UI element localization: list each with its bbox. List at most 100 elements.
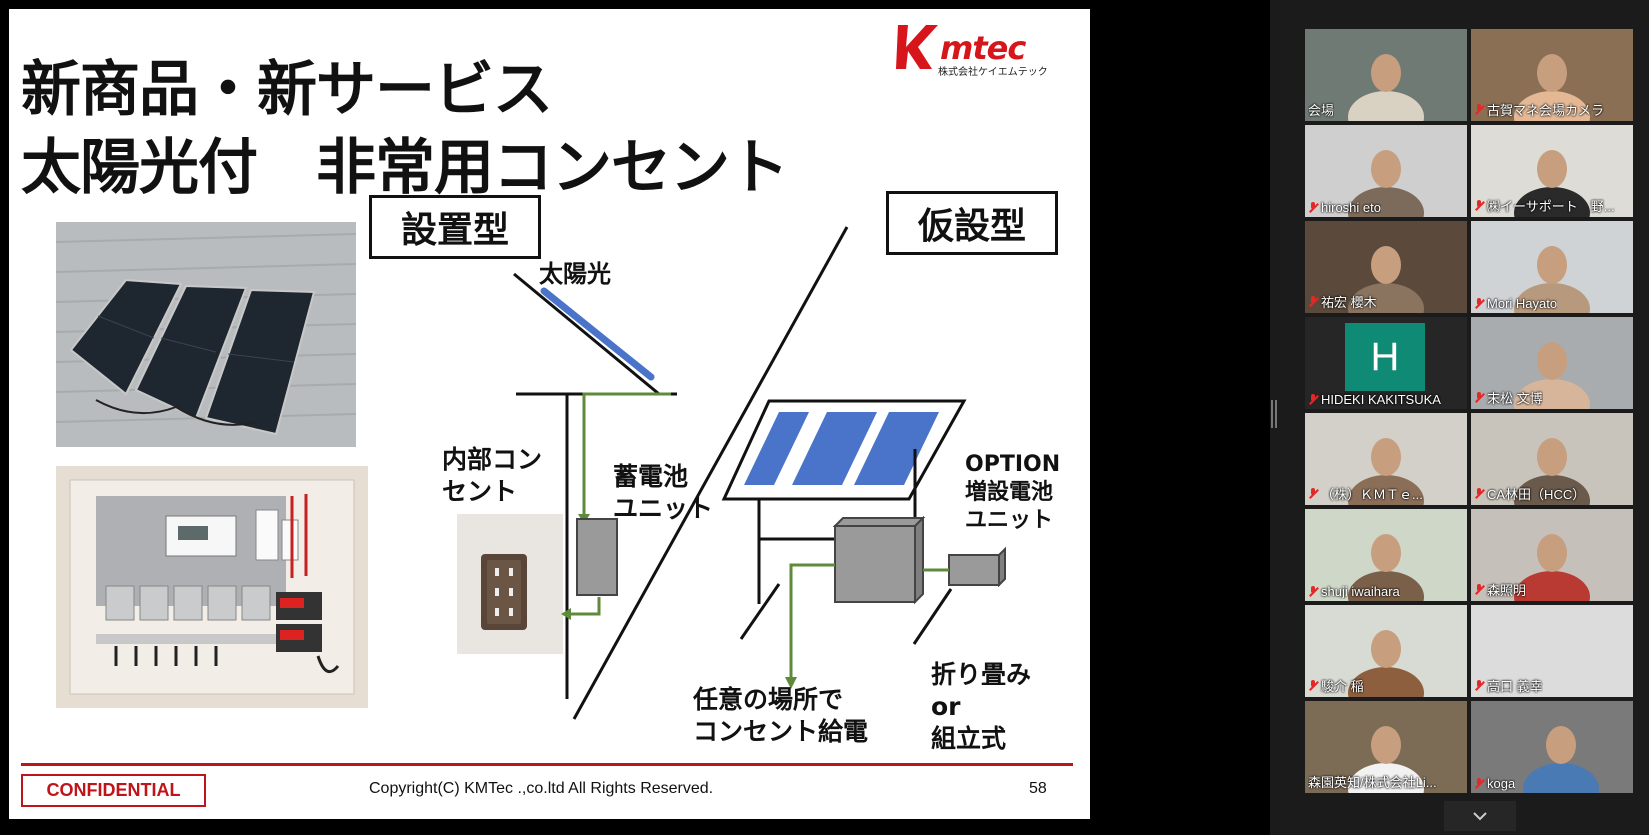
participant-tile[interactable]: 森園英知/株式会社Li... bbox=[1305, 701, 1467, 793]
participant-tile[interactable]: 高口 義幸 bbox=[1471, 605, 1633, 697]
muted-mic-icon bbox=[1474, 778, 1484, 789]
participant-name-label: CA林田（HCC） bbox=[1474, 484, 1585, 503]
participant-tile[interactable]: 祐宏 櫻木 bbox=[1305, 221, 1467, 313]
anywhere-power-label: 任意の場所で コンセント給電 bbox=[693, 684, 868, 748]
participant-name-label: 会場 bbox=[1308, 100, 1334, 119]
participant-name: HIDEKI KAKITSUKA bbox=[1321, 392, 1441, 407]
slide-title-line-1: 新商品・新サービス bbox=[21, 55, 553, 125]
participant-avatar: H bbox=[1345, 323, 1425, 391]
presentation-slide: 新商品・新サービス 太陽光付 非常用コンセント mtec 株式会社ケイエムテック… bbox=[9, 9, 1090, 819]
participant-name: 古賀マネ会場カメラ bbox=[1487, 103, 1605, 118]
participant-tile[interactable]: shuji iwaihara bbox=[1305, 509, 1467, 601]
participant-tile[interactable]: 古賀マネ会場カメラ bbox=[1471, 29, 1633, 121]
internal-outlet-label: 内部コン セント bbox=[442, 444, 542, 508]
participant-name-label: （株）ＫＭＴｅ... bbox=[1308, 484, 1423, 503]
participant-name: （株）ＫＭＴｅ... bbox=[1321, 487, 1423, 502]
participant-tile[interactable]: CA林田（HCC） bbox=[1471, 413, 1633, 505]
participant-name: 会場 bbox=[1308, 103, 1335, 118]
participant-tile[interactable]: 末松 文博 bbox=[1471, 317, 1633, 409]
control-box-photo bbox=[56, 466, 368, 708]
participant-video bbox=[1305, 605, 1467, 697]
participant-video bbox=[1471, 317, 1633, 409]
participant-video bbox=[1305, 29, 1467, 121]
copyright-text: Copyright(C) KMTec .,co.ltd All Rights R… bbox=[369, 780, 714, 797]
muted-mic-icon bbox=[1308, 394, 1318, 405]
fold-line-3: 組立式 bbox=[931, 724, 1007, 753]
muted-mic-icon bbox=[1308, 202, 1318, 213]
participant-tile[interactable]: （株）ＫＭＴｅ... bbox=[1305, 413, 1467, 505]
confidential-badge: CONFIDENTIAL bbox=[21, 774, 206, 807]
participant-name-label: hiroshi eto bbox=[1308, 200, 1381, 215]
participant-tile[interactable]: koga bbox=[1471, 701, 1633, 793]
participant-name: 末松 文博 bbox=[1487, 391, 1543, 406]
participant-name-label: Mori Hayato bbox=[1474, 296, 1557, 311]
svg-text:mtec: mtec bbox=[940, 29, 1026, 67]
participant-name: 駿介 稲 bbox=[1321, 679, 1364, 694]
participant-name: CA林田（HCC） bbox=[1487, 487, 1586, 502]
kmtec-logo: mtec 株式会社ケイエムテック bbox=[896, 25, 1048, 78]
solar-label: 太陽光 bbox=[539, 260, 611, 288]
chevron-down-icon bbox=[1473, 812, 1487, 821]
battery-line-1: 蓄電池 bbox=[613, 462, 689, 491]
rooftop-solar-panels-photo bbox=[56, 222, 356, 447]
muted-mic-icon bbox=[1474, 584, 1484, 595]
temporary-type-label: 仮設型 bbox=[886, 191, 1058, 255]
option-line-3: ユニット bbox=[965, 508, 1054, 534]
participant-video bbox=[1471, 509, 1633, 601]
svg-text:株式会社ケイエムテック: 株式会社ケイエムテック bbox=[938, 65, 1048, 78]
option-line-1: OPTION bbox=[965, 452, 1061, 477]
participant-name-label: 末松 文博 bbox=[1474, 388, 1543, 407]
option-line-2: 増設電池 bbox=[965, 480, 1054, 506]
muted-mic-icon bbox=[1474, 200, 1484, 211]
participant-video bbox=[1471, 221, 1633, 313]
participant-gallery: 会場 古賀マネ会場カメラ hiroshi eto ㈱イーサポート 野... 祐宏 櫻木 M… bbox=[1305, 29, 1635, 805]
participant-video bbox=[1471, 125, 1633, 217]
participant-tile[interactable]: hiroshi eto bbox=[1305, 125, 1467, 217]
participant-name-label: shuji iwaihara bbox=[1308, 584, 1400, 599]
participant-name: ㈱イーサポート 野... bbox=[1487, 199, 1615, 214]
participant-name: 森園英知/株式会社Li... bbox=[1308, 775, 1437, 790]
participant-video bbox=[1471, 29, 1633, 121]
participant-name: 森照明 bbox=[1487, 583, 1527, 598]
participant-name: Mori Hayato bbox=[1487, 296, 1558, 311]
participant-name-label: 森園英知/株式会社Li... bbox=[1308, 772, 1437, 791]
muted-mic-icon bbox=[1308, 488, 1318, 499]
muted-mic-icon bbox=[1474, 104, 1484, 115]
fold-line-1: 折り畳み bbox=[931, 660, 1032, 689]
foldable-label: 折り畳み or 組立式 bbox=[931, 659, 1031, 755]
participant-tile[interactable]: 会場 bbox=[1305, 29, 1467, 121]
panel-splitter-handle[interactable] bbox=[1270, 400, 1278, 428]
participant-name-label: 駿介 稲 bbox=[1308, 676, 1364, 695]
muted-mic-icon bbox=[1474, 488, 1484, 499]
participant-name: koga bbox=[1487, 776, 1516, 791]
battery-unit-label: 蓄電池 ユニット bbox=[613, 461, 713, 525]
participant-tile[interactable]: 駿介 稲 bbox=[1305, 605, 1467, 697]
muted-mic-icon bbox=[1474, 392, 1484, 403]
participant-name-label: ㈱イーサポート 野... bbox=[1474, 196, 1615, 215]
option-battery-label: OPTION 増設電池 ユニット bbox=[965, 451, 1060, 535]
muted-mic-icon bbox=[1474, 298, 1484, 309]
participant-name: 祐宏 櫻木 bbox=[1321, 295, 1377, 310]
participant-video bbox=[1471, 605, 1633, 697]
participant-name-label: 高口 義幸 bbox=[1474, 676, 1543, 695]
participant-video bbox=[1305, 125, 1467, 217]
participant-video bbox=[1471, 701, 1633, 793]
anywhere-line-2: コンセント給電 bbox=[693, 717, 869, 746]
participant-tile[interactable]: Mori Hayato bbox=[1471, 221, 1633, 313]
anywhere-line-1: 任意の場所で bbox=[693, 685, 844, 714]
participant-name-label: 祐宏 櫻木 bbox=[1308, 292, 1377, 311]
participant-tile[interactable]: 森照明 bbox=[1471, 509, 1633, 601]
participant-tile[interactable]: ㈱イーサポート 野... bbox=[1471, 125, 1633, 217]
participant-video bbox=[1471, 413, 1633, 505]
gallery-scroll-down-button[interactable] bbox=[1444, 801, 1516, 831]
participant-name: hiroshi eto bbox=[1321, 200, 1381, 215]
installed-type-label: 設置型 bbox=[369, 195, 541, 259]
fold-line-2: or bbox=[931, 692, 961, 721]
footer-divider bbox=[21, 763, 1073, 766]
participant-name: shuji iwaihara bbox=[1321, 584, 1400, 599]
participant-name-label: 森照明 bbox=[1474, 580, 1526, 599]
muted-mic-icon bbox=[1308, 586, 1318, 597]
shared-screen-area: 新商品・新サービス 太陽光付 非常用コンセント mtec 株式会社ケイエムテック… bbox=[0, 0, 1270, 835]
participant-video bbox=[1305, 509, 1467, 601]
